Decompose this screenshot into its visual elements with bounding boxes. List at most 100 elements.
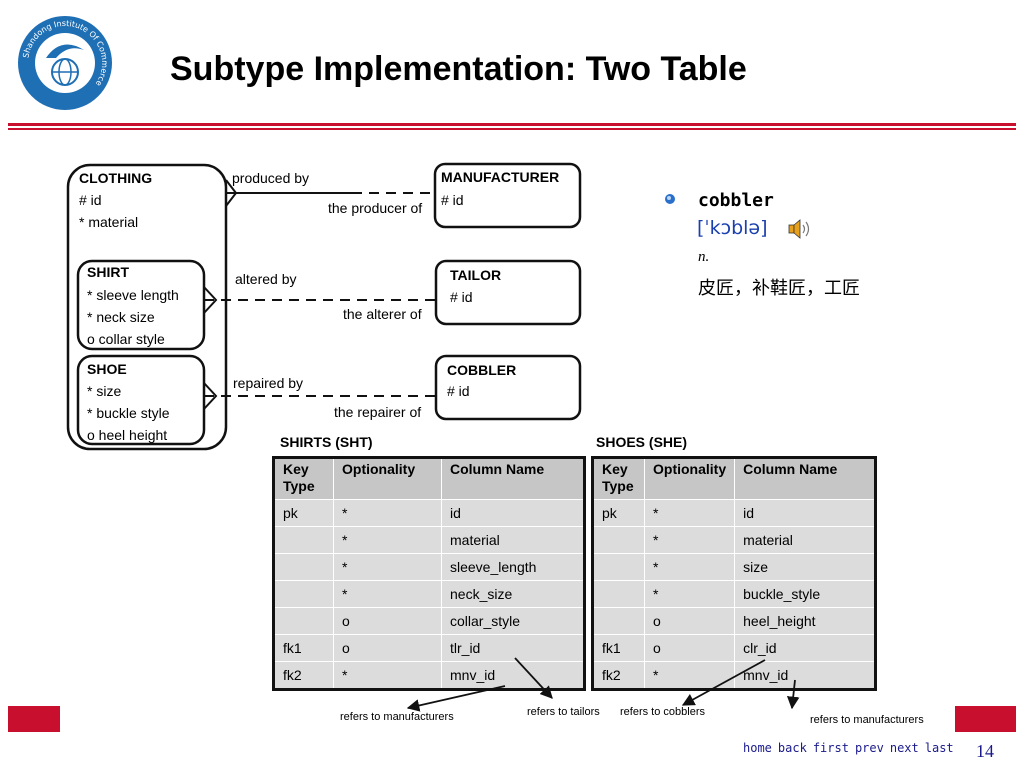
cell: collar_style [441,607,585,635]
cell: o [643,634,736,662]
nav-last[interactable]: last [924,741,954,755]
dict-pos: n. [698,249,710,265]
tailor-box [434,259,582,326]
cell: heel_height [734,607,876,635]
shirt-attr-2: * neck size [87,309,155,325]
header-key-type: Key Type [273,457,334,500]
header-optionality: Optionality [643,457,736,500]
rel-label-alterer-of: the alterer of [343,306,422,322]
title-divider [8,123,1016,126]
speaker-icon[interactable] [788,219,812,239]
cell: o [333,634,442,662]
cell: o [333,607,442,635]
cell [273,553,334,581]
table-row: fk2*mnv_id [592,661,876,690]
cell: * [333,526,442,554]
table-row: *size [592,553,876,581]
cell: tlr_id [441,634,585,662]
cell: o [643,607,736,635]
cell: size [734,553,876,581]
cell: clr_id [734,634,876,662]
cell: * [333,580,442,608]
nav-home[interactable]: home [743,741,772,755]
dict-word: cobbler [698,190,774,211]
cell [273,607,334,635]
shirt-attr-3: o collar style [87,331,165,347]
manufacturer-box [433,162,582,229]
cell: neck_size [441,580,585,608]
cell: * [333,553,442,581]
rel-label-altered-by: altered by [235,271,297,287]
title-divider-thin [8,128,1016,130]
shoe-box [76,354,206,446]
manufacturer-title: MANUFACTURER [441,169,560,185]
annotation-refers-manufacturers-1: refers to manufacturers [340,711,454,723]
shoe-title: SHOE [87,361,127,377]
table-row: *material [273,526,585,554]
cell: * [333,499,442,527]
institute-logo: Shandong Institute Of Commerce [18,16,112,110]
dict-meaning: 皮匠，补鞋匠，工匠 [698,278,860,299]
shoe-attr-3: o heel height [87,427,168,443]
tailor-title: TAILOR [450,267,502,283]
rel-label-repairer-of: the repairer of [334,404,422,420]
shirts-header-row: Key Type Optionality Column Name [273,457,585,500]
cell: buckle_style [734,580,876,608]
rel-label-producer-of: the producer of [328,200,423,216]
footer-red-block-right [955,706,1016,732]
clothing-attr-material: * material [79,214,139,230]
clothing-box [66,163,228,451]
nav-back[interactable]: back [777,741,807,755]
page-number: 14 [976,741,994,761]
cell: mnv_id [734,661,876,690]
annotation-refers-cobblers: refers to cobblers [620,706,705,718]
cell [273,526,334,554]
table-row: *buckle_style [592,580,876,608]
cell: mnv_id [441,661,585,690]
cell: * [643,499,736,527]
rel-label-repaired-by: repaired by [233,375,304,391]
nav-first[interactable]: first [812,741,849,755]
cell: * [333,661,442,690]
shoe-attr-1: * size [87,383,122,399]
table-row: pk*id [273,499,585,527]
cell [592,580,645,608]
bullet-icon [665,194,675,204]
shirt-title: SHIRT [87,264,129,280]
table-row: *material [592,526,876,554]
rel-label-produced-by: produced by [232,170,310,186]
manufacturer-attr-id: # id [441,192,464,208]
shirts-table: Key Type Optionality Column Name pk*id *… [272,456,586,691]
tailor-attr-id: # id [450,289,473,305]
cobbler-attr-id: # id [447,383,470,399]
header-optionality: Optionality [333,457,442,500]
cell: fk2 [592,661,645,690]
cell: fk2 [273,661,334,690]
nav-next[interactable]: next [889,741,919,755]
cell [592,526,645,554]
cell: pk [273,499,334,527]
annotation-refers-tailors: refers to tailors [527,706,600,718]
cell [592,607,645,635]
header-key-type: Key Type [592,457,645,500]
cell: material [734,526,876,554]
clothing-attr-id: # id [79,192,102,208]
shirt-box [76,259,206,351]
slide-title: Subtype Implementation: Two Table [170,50,747,88]
header-column-name: Column Name [441,457,585,500]
cell: material [441,526,585,554]
cell [592,553,645,581]
cell: * [643,553,736,581]
cobbler-box [434,354,582,421]
shoes-table-caption: SHOES (SHE) [596,434,688,450]
table-row: *sleeve_length [273,553,585,581]
cell: * [643,580,736,608]
footer-red-block-left [8,706,60,732]
shoe-attr-2: * buckle style [87,405,170,421]
cobbler-title: COBBLER [447,362,517,378]
cell: id [441,499,585,527]
nav-prev[interactable]: prev [854,741,884,755]
